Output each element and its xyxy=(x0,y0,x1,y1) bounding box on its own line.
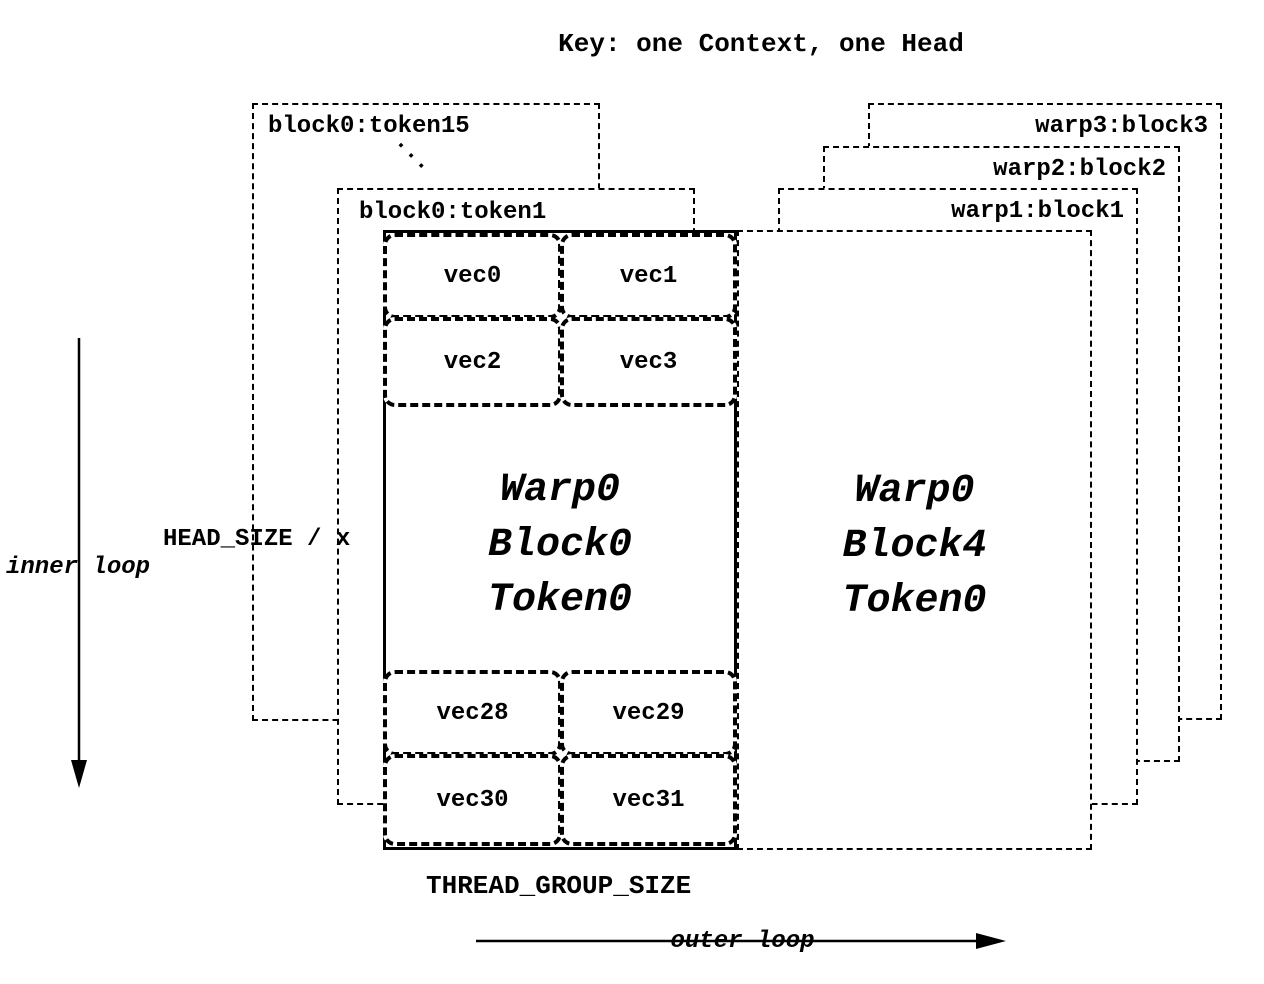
vec29-cell: vec29 xyxy=(560,670,737,756)
block0-token1-label: block0:token1 xyxy=(359,199,547,226)
vec31-cell: vec31 xyxy=(560,754,737,846)
vec28-cell: vec28 xyxy=(383,670,562,756)
vec30-label: vec30 xyxy=(436,786,509,814)
vec2-label: vec2 xyxy=(443,348,502,376)
vec30-cell: vec30 xyxy=(383,754,562,846)
outer-loop-label: outer loop xyxy=(670,928,815,955)
vec2-cell: vec2 xyxy=(383,317,562,407)
warp3-block3-label: warp3:block3 xyxy=(1035,113,1208,140)
warp2-block2-label: warp2:block2 xyxy=(993,156,1166,183)
block0-text-line-1: Block0 xyxy=(487,523,633,568)
vec0-label: vec0 xyxy=(443,262,502,290)
vec31-label: vec31 xyxy=(612,786,685,814)
block4-center-text: Warp0 Block4 Token0 xyxy=(739,464,1090,629)
vec29-label: vec29 xyxy=(612,699,685,727)
inner-loop-label: inner loop xyxy=(6,554,151,581)
block4-text-line-1: Block4 xyxy=(842,524,987,569)
head-size-label: HEAD_SIZE / x xyxy=(163,526,351,553)
diagram-title: Key: one Context, one Head xyxy=(558,29,964,59)
vec3-cell: vec3 xyxy=(560,317,737,407)
warp0-block4-box: Warp0 Block4 Token0 xyxy=(737,230,1092,850)
block4-text-line-2: Token0 xyxy=(842,579,987,624)
block0-text-line-2: Token0 xyxy=(487,578,633,623)
outer-loop-arrow xyxy=(476,933,1006,949)
vec1-cell: vec1 xyxy=(560,233,737,319)
vec1-label: vec1 xyxy=(619,262,678,290)
vec3-label: vec3 xyxy=(619,348,678,376)
warp0-block0-box: vec0 vec1 vec2 vec3 Warp0 Block0 Token0 … xyxy=(383,230,737,850)
thread-group-size-label: THREAD_GROUP_SIZE xyxy=(426,871,692,901)
vec28-label: vec28 xyxy=(436,699,509,727)
block0-center-text: Warp0 Block0 Token0 xyxy=(386,463,734,628)
inner-loop-arrow xyxy=(71,338,87,788)
block0-text-line-0: Warp0 xyxy=(499,468,621,513)
block0-token15-label: block0:token15 xyxy=(268,113,470,140)
warp1-block1-label: warp1:block1 xyxy=(951,198,1124,225)
vec0-cell: vec0 xyxy=(383,233,562,319)
block4-text-line-0: Warp0 xyxy=(854,469,975,514)
